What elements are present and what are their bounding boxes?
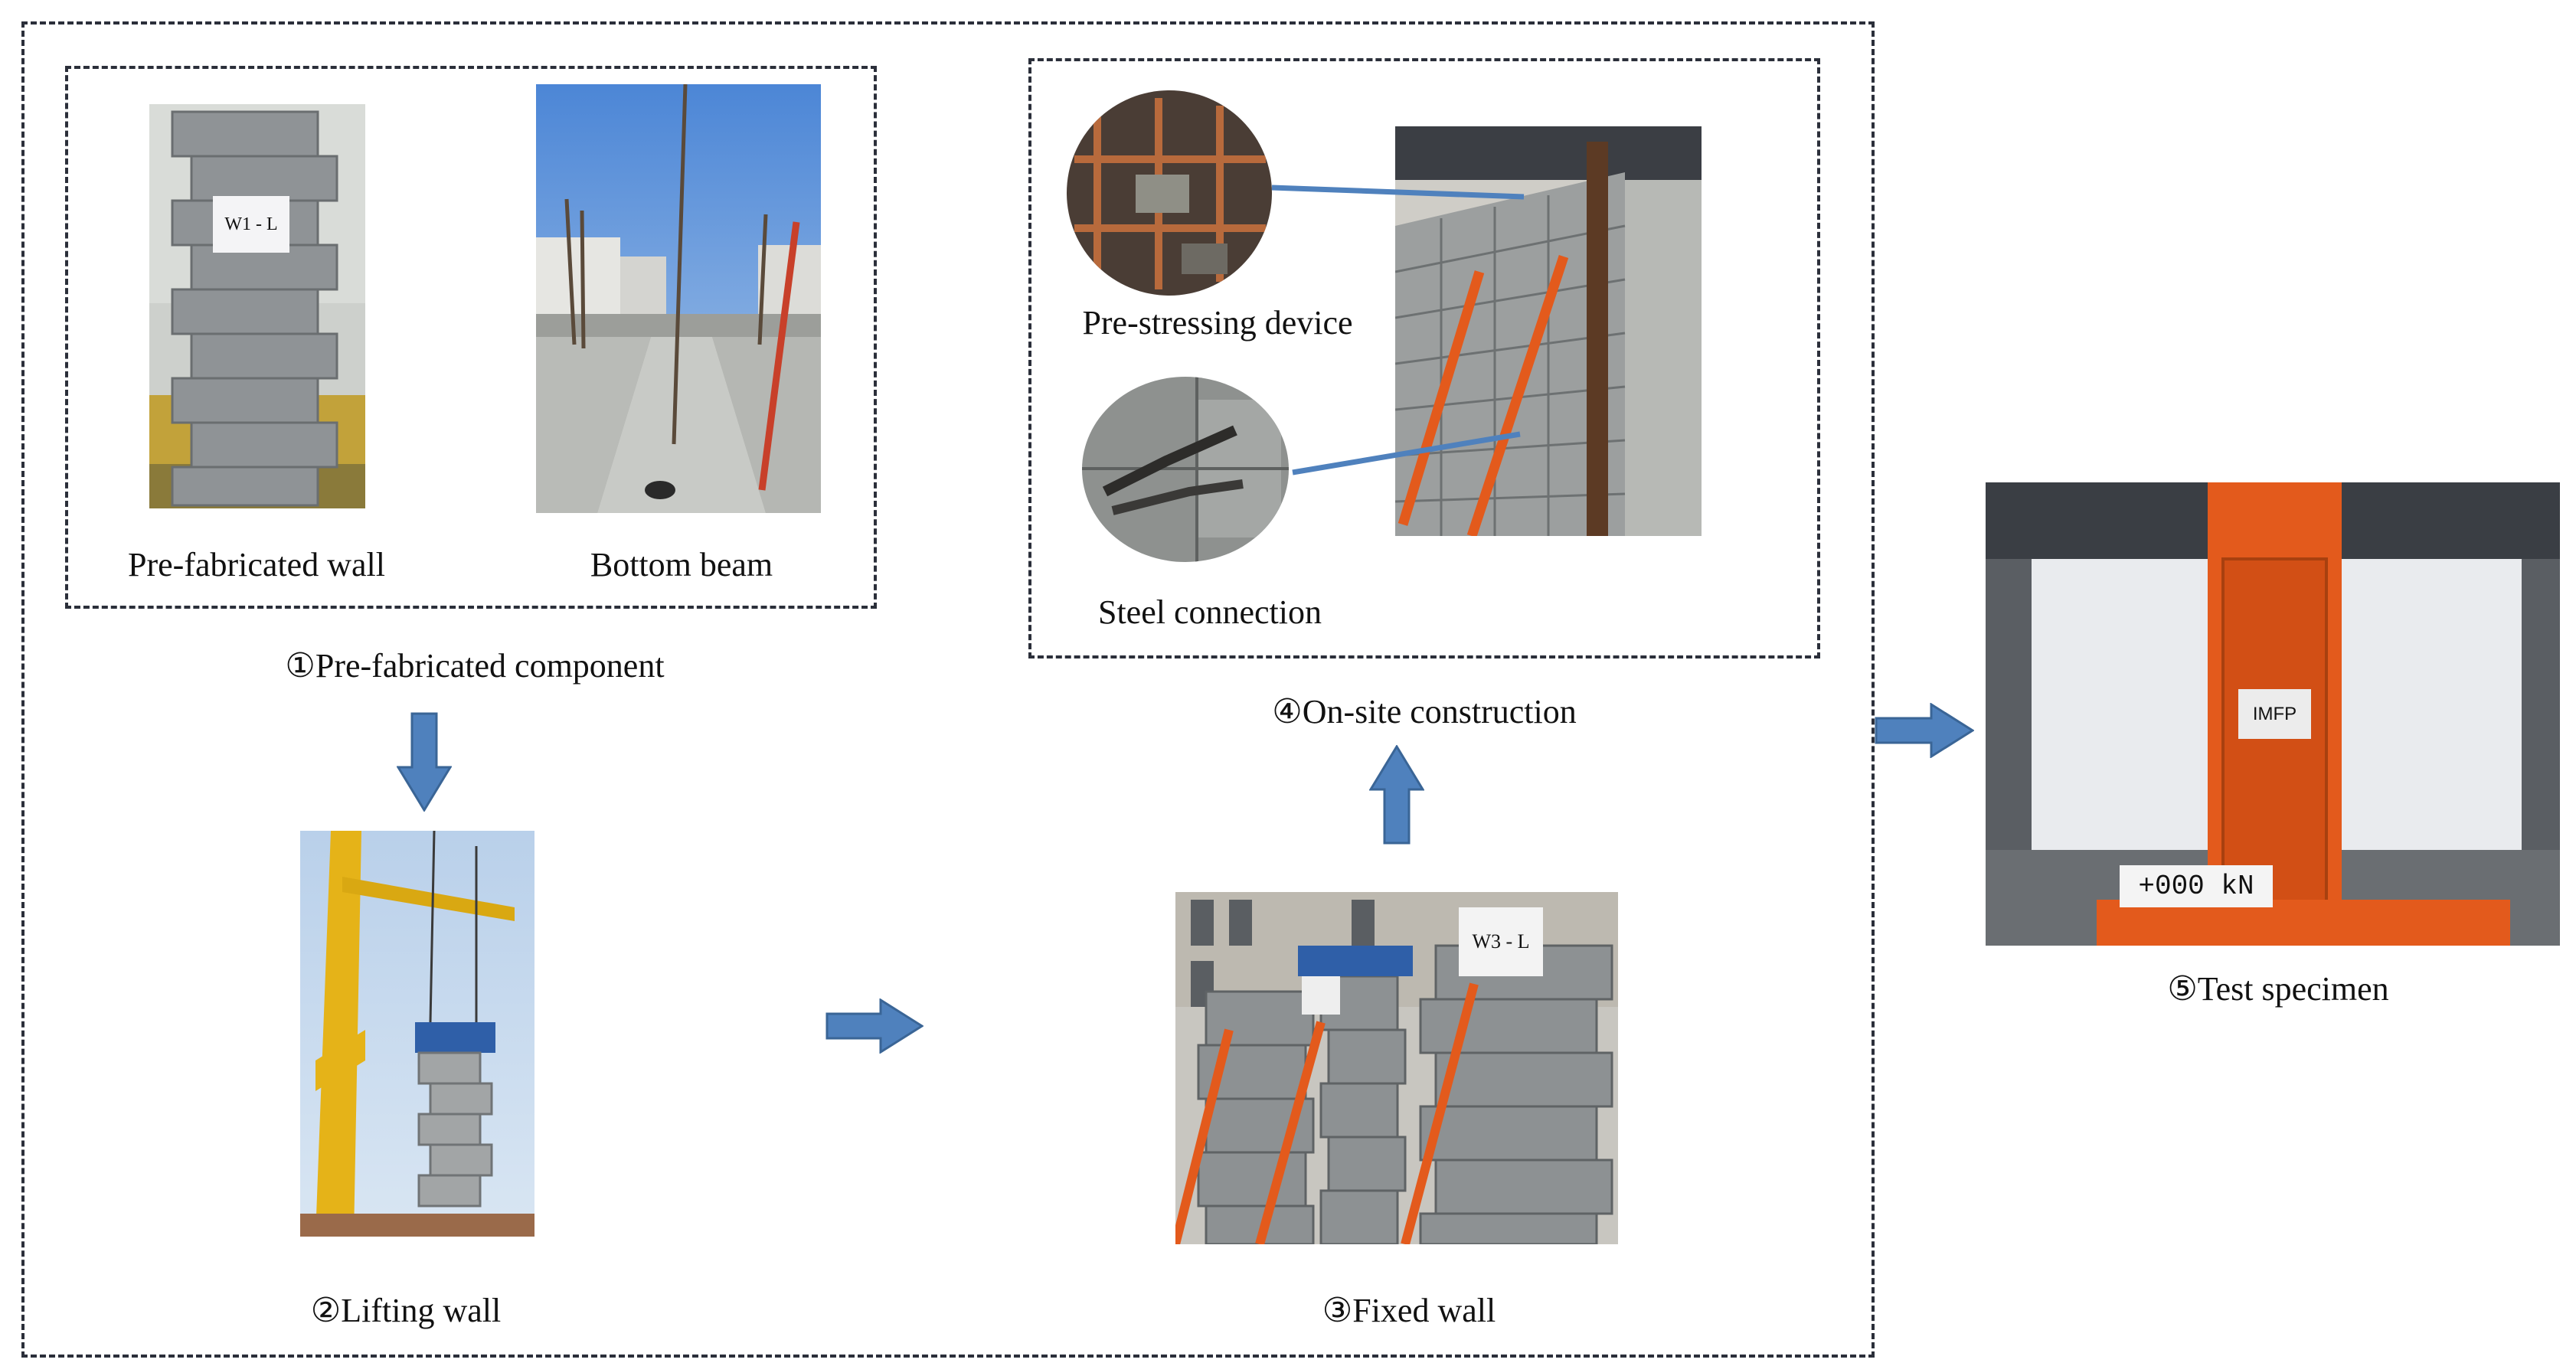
step3-caption: ③Fixed wall — [1322, 1292, 1496, 1329]
steel-connection-caption: Steel connection — [1097, 593, 1322, 631]
steel-connection-photo — [1082, 377, 1289, 562]
arrow-right-to-fixed — [825, 998, 924, 1054]
onsite-construction-frame — [1028, 58, 1820, 658]
wall-tag-w1: W1 - L — [224, 214, 278, 234]
test-specimen-photo: IMFP +000 kN — [1986, 482, 2560, 946]
prestressing-device-caption: Pre-stressing device — [1082, 304, 1353, 342]
process-frame — [21, 21, 1875, 1358]
wall-tag-w3: W3 - L — [1472, 930, 1530, 953]
arrow-up-to-construction — [1369, 745, 1424, 845]
step4-caption: ④On-site construction — [1272, 693, 1577, 730]
prefab-wall-photo: W1 - L — [149, 104, 365, 508]
bottom-beam-caption: Bottom beam — [590, 546, 773, 583]
prefab-component-frame — [65, 66, 877, 609]
bottom-beam-photo — [536, 84, 821, 513]
fixed-wall-photo: W3 - L — [1175, 892, 1618, 1244]
lifting-wall-photo — [300, 831, 534, 1237]
prefab-wall-caption: Pre-fabricated wall — [128, 546, 385, 583]
step1-caption: ①Pre-fabricated component — [285, 647, 665, 685]
specimen-tag: IMFP — [2252, 704, 2297, 724]
arrow-right-to-specimen — [1875, 703, 1974, 758]
step5-caption: ⑤Test specimen — [2167, 970, 2389, 1008]
prestressing-device-photo — [1067, 90, 1272, 296]
step2-caption: ②Lifting wall — [310, 1292, 502, 1329]
load-readout: +000 kN — [2138, 871, 2254, 902]
onsite-construction-photo — [1395, 126, 1702, 536]
arrow-down-to-lifting — [397, 712, 452, 812]
